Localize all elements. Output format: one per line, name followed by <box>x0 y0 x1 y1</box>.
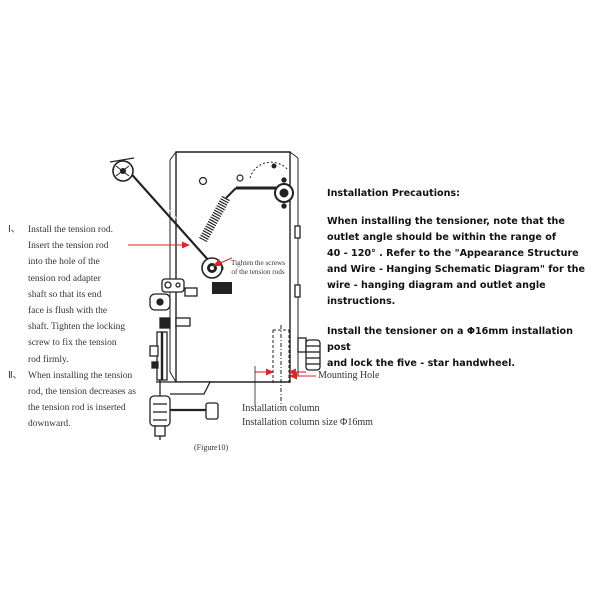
step-1: Ⅰ、 Install the tension rod. Insert the te… <box>8 222 168 368</box>
callout-arrows <box>128 241 316 380</box>
step-2-line: the tension rod is inserted <box>28 403 126 414</box>
step-2-line: When installing the tension <box>28 370 133 381</box>
column-size: Installation column size Φ16mm <box>242 417 373 428</box>
step-1-marker: Ⅰ、 <box>8 225 21 235</box>
tension-rod <box>109 157 214 263</box>
angle-scale <box>249 161 294 209</box>
precautions-paragraph-1: When installing the tensioner, note that… <box>327 214 595 310</box>
para1-line: wire - hanging diagram and outlet angle … <box>327 280 546 307</box>
step-2-line: rod, the tension decreases as <box>28 387 136 398</box>
step-1-line: shaft so that its end <box>28 289 102 300</box>
para2-line: Install the tensioner on a Φ16mm install… <box>327 326 573 353</box>
para2-line: and lock the five - star handwheel. <box>327 358 516 369</box>
step-1-line: face is flush with the <box>28 306 108 317</box>
tighten-line-1: Tighten the screws <box>231 259 286 267</box>
para1-line: and Wire - Hanging Schematic Diagram" fo… <box>327 264 586 275</box>
step-1-line: into the hole of the <box>28 257 100 268</box>
step-1-line: screw to fix the tension <box>28 338 117 349</box>
figure-caption: (Figure10) <box>194 443 229 452</box>
handwheel <box>294 225 321 371</box>
step-1-line: shaft. Tighten the locking <box>28 322 126 333</box>
lower-bracket <box>149 380 219 440</box>
precautions-paragraph-2: Install the tensioner on a Φ16mm install… <box>327 324 595 372</box>
step-1-line: Install the tension rod. <box>28 225 113 235</box>
tension-spring <box>199 186 276 243</box>
step-1-line: Insert the tension rod <box>28 241 109 252</box>
installation-column-label: Installation column Installation column … <box>242 402 373 430</box>
step-2: Ⅱ、 When installing the tension rod, the t… <box>8 368 168 433</box>
step-2-marker: Ⅱ、 <box>8 370 23 381</box>
mounting-hole-label: Mounting Hole <box>318 370 380 381</box>
tensioner-plate <box>175 151 291 383</box>
para1-line: When installing the tensioner, note that… <box>327 216 565 227</box>
step-1-line: tension rod adapter <box>28 273 101 284</box>
column-label: Installation column <box>242 403 320 414</box>
brand-plate <box>212 282 232 294</box>
precautions-heading: Installation Precautions: <box>327 188 460 199</box>
step-1-line: rod firmly. <box>28 354 69 365</box>
para1-line: 40 - 120° . Refer to the "Appearance Str… <box>327 248 579 259</box>
installation-column <box>272 325 290 408</box>
tighten-screws-label: Tighten the screws of the tension rods <box>231 259 285 277</box>
para1-line: outlet angle should be within the range … <box>327 232 557 243</box>
wire-guides <box>149 278 198 381</box>
step-2-line: downward. <box>28 419 71 430</box>
precautions-block: Installation Precautions: When installin… <box>327 186 595 372</box>
tighten-line-2: of the tension rods <box>231 268 285 276</box>
left-instructions: Ⅰ、 Install the tension rod. Insert the te… <box>8 222 168 433</box>
